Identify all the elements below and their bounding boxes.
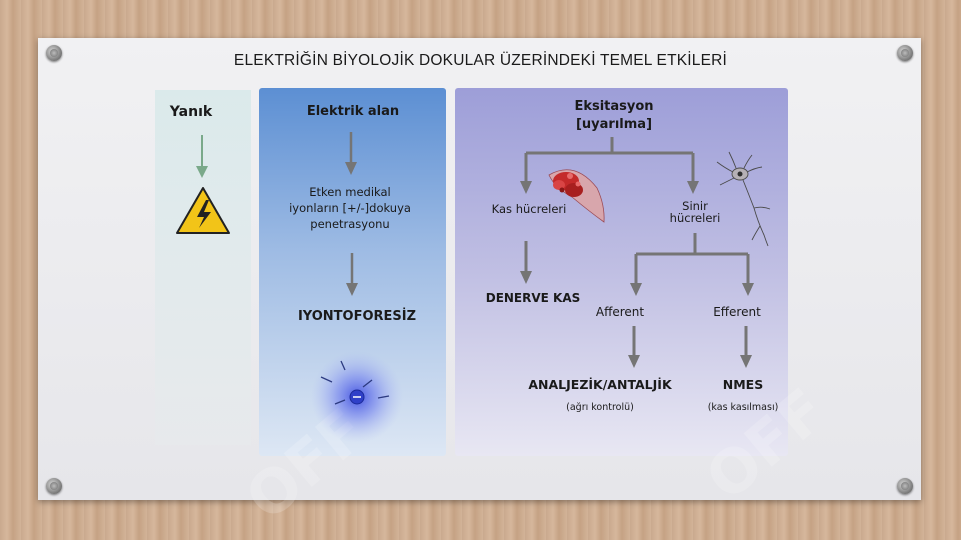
analgesic-label: ANALJEZİK/ANTALJİK xyxy=(528,377,672,392)
afferent-label: Afferent xyxy=(595,305,645,319)
burn-heading: Yanık xyxy=(169,104,213,120)
neuron-icon xyxy=(716,151,771,247)
arrow-down-icon xyxy=(520,241,532,284)
nerve-cells-label-1: Sinir xyxy=(682,199,708,213)
muscle-fiber-icon xyxy=(548,169,605,223)
denervated-muscle-label: DENERVE KAS xyxy=(485,291,581,305)
nerve-cells-label-2: hücreleri xyxy=(669,211,721,225)
excitation-heading-1: Eksitasyon xyxy=(574,99,654,114)
excitation-branch-lines xyxy=(524,137,695,183)
iontophoresis-label: IYONTOFORESİZ xyxy=(297,309,417,324)
arrow-down-icon xyxy=(687,181,699,194)
panel-excitation xyxy=(455,88,788,456)
screw-top-left xyxy=(46,45,62,61)
screw-bottom-right xyxy=(897,478,913,494)
electric-field-desc-2: iyonların [+/-]dokuya xyxy=(289,201,411,215)
electric-hazard-icon xyxy=(176,187,230,234)
page-title: ELEKTRİĞİN BİYOLOJİK DOKULAR ÜZERİNDEKİ … xyxy=(233,52,728,69)
efferent-label: Efferent xyxy=(713,305,761,319)
arrow-down-icon xyxy=(630,283,642,296)
screw-bottom-left xyxy=(46,478,62,494)
nmes-sublabel: (kas kasılması) xyxy=(707,402,779,413)
arrow-down-icon xyxy=(740,326,752,368)
arrow-down-icon xyxy=(345,132,357,175)
arrow-down-icon xyxy=(742,283,754,296)
nerve-branch-lines xyxy=(634,233,750,285)
electric-field-desc-1: Etken medikal xyxy=(309,185,391,199)
electric-field-heading: Elektrik alan xyxy=(306,104,400,119)
burn-arrow-icon xyxy=(196,135,208,178)
ion-particle-icon xyxy=(311,351,403,443)
excitation-heading-2: [uyarılma] xyxy=(575,117,653,132)
arrow-down-icon xyxy=(346,253,358,296)
arrow-down-icon xyxy=(628,326,640,368)
nmes-label: NMES xyxy=(722,377,764,392)
analgesic-sublabel: (ağrı kontrolü) xyxy=(566,402,634,413)
arrow-down-icon xyxy=(520,181,532,194)
muscle-cells-label: Kas hücreleri xyxy=(491,202,567,216)
electric-field-desc-3: penetrasyonu xyxy=(310,217,390,231)
screw-top-right xyxy=(897,45,913,61)
